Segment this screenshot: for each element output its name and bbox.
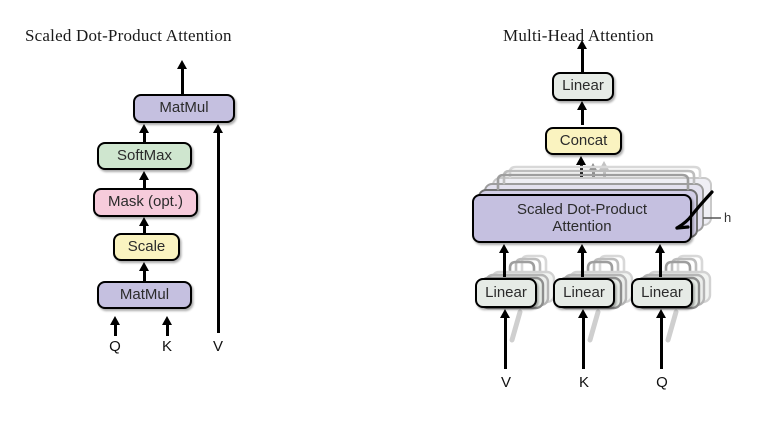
left-q-line: [114, 324, 117, 336]
right-head2-to-concat-arrowhead: [588, 163, 598, 172]
right-concat-to-linear-arrowhead: [577, 101, 587, 110]
left-output-arrowhead: [177, 60, 187, 69]
right-linear-k-to-sdpa-arrowhead: [577, 244, 587, 253]
left-scale-to-mask-arrowhead: [139, 217, 149, 226]
left-mask-box[interactable]: Mask (opt.): [93, 188, 198, 217]
right-head3-to-concat-arrowhead: [599, 161, 609, 170]
left-input-label-v: V: [212, 338, 223, 355]
right-concat-label: Concat: [559, 131, 608, 149]
right-q-input-line: [660, 316, 663, 369]
left-scale-box[interactable]: Scale: [113, 233, 180, 261]
right-linear-v-box[interactable]: Linear: [475, 278, 537, 308]
right-sdpa-label-line2: Attention: [552, 217, 612, 235]
right-v-input-line: [504, 316, 507, 369]
left-mask-to-softmax-line: [143, 178, 146, 190]
left-panel-title: Scaled Dot-Product Attention: [25, 26, 232, 45]
right-linear-q-to-sdpa-arrowhead: [655, 244, 665, 253]
left-softmax-to-matmul-arrowhead: [139, 124, 149, 133]
right-linear-top-label: Linear: [562, 77, 604, 95]
right-q-input-arrowhead: [656, 309, 666, 318]
left-matmul-to-scale-arrowhead: [139, 262, 149, 271]
right-linear-v-to-sdpa-line: [503, 251, 506, 277]
left-k-arrowhead: [162, 316, 172, 325]
right-k-input-line: [582, 316, 585, 369]
left-k-line: [166, 324, 169, 336]
right-output-arrowhead: [577, 40, 587, 49]
left-softmax-to-matmul-line: [143, 131, 146, 143]
left-v-arrowhead: [213, 124, 223, 133]
left-mask-to-softmax-arrowhead: [139, 171, 149, 180]
right-panel-title: Multi-Head Attention: [503, 26, 654, 45]
right-linear-k-box[interactable]: Linear: [553, 278, 615, 308]
right-output-line: [581, 46, 584, 72]
right-linear-v-to-sdpa-arrowhead: [499, 244, 509, 253]
left-scale-label: Scale: [127, 237, 166, 255]
right-concat-to-linear-line: [581, 108, 584, 125]
left-matmul-bottom-label: MatMul: [119, 285, 170, 303]
right-sdpa-box[interactable]: Scaled Dot-Product Attention: [472, 194, 692, 243]
left-output-line: [181, 66, 184, 96]
left-mask-label: Mask (opt.): [107, 193, 183, 211]
right-head1-to-concat-arrowhead: [576, 156, 586, 165]
right-linear-q-box[interactable]: Linear: [631, 278, 693, 308]
left-softmax-label: SoftMax: [116, 146, 173, 164]
right-linear-q-label: Linear: [641, 283, 683, 301]
right-input-label-v: V: [500, 374, 511, 391]
left-matmul-top-label: MatMul: [159, 99, 209, 117]
right-linear-q-to-sdpa-line: [659, 251, 662, 277]
head-count-label: h: [724, 210, 732, 225]
right-v-input-arrowhead: [500, 309, 510, 318]
left-input-label-k: K: [161, 338, 172, 355]
right-input-label-k: K: [578, 374, 589, 391]
right-linear-top-box[interactable]: Linear: [552, 72, 614, 101]
right-input-label-q: Q: [656, 374, 668, 391]
left-input-label-q: Q: [109, 338, 121, 355]
right-concat-box[interactable]: Concat: [545, 127, 622, 155]
right-linear-k-to-sdpa-line: [581, 251, 584, 277]
right-linear-v-label: Linear: [485, 283, 527, 301]
left-matmul-top-box[interactable]: MatMul: [133, 94, 235, 123]
left-q-arrowhead: [110, 316, 120, 325]
left-scale-to-mask-line: [143, 224, 146, 237]
left-softmax-box[interactable]: SoftMax: [97, 142, 192, 170]
right-sdpa-label-line1: Scaled Dot-Product: [516, 200, 648, 218]
left-v-line: [217, 131, 220, 333]
left-matmul-bottom-box[interactable]: MatMul: [97, 281, 192, 309]
right-k-input-arrowhead: [578, 309, 588, 318]
right-linear-k-label: Linear: [563, 283, 605, 301]
left-matmul-to-scale-line: [143, 269, 146, 282]
